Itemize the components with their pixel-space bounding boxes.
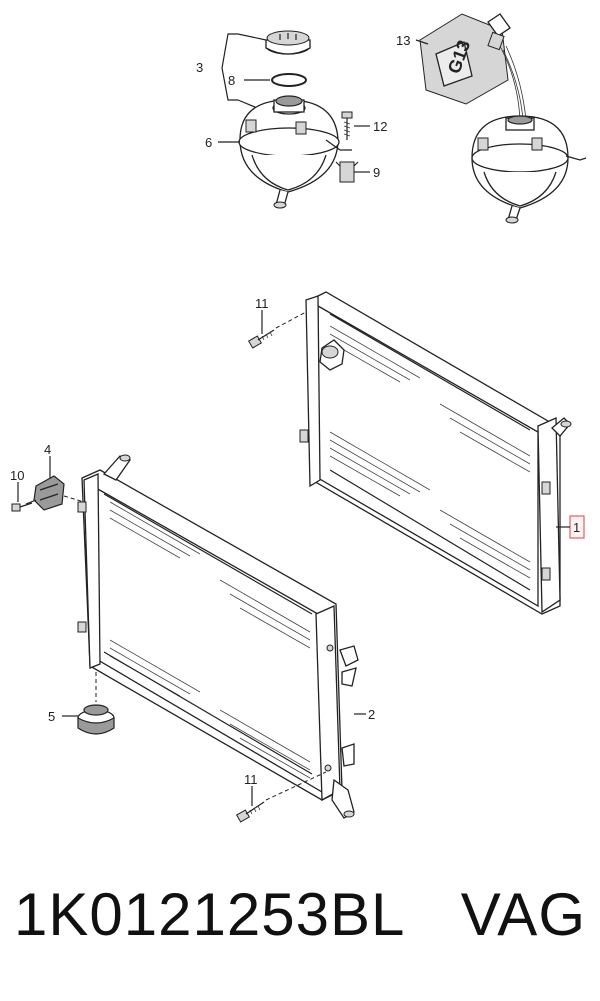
callout-12: 12 <box>373 119 387 134</box>
callout-10: 10 <box>10 468 24 483</box>
callout-4: 4 <box>44 442 51 457</box>
callout-9: 9 <box>373 165 380 180</box>
callout-13: 13 <box>396 33 410 48</box>
callout-3: 3 <box>196 60 203 75</box>
callout-1: 1 <box>573 520 580 535</box>
g13-coolant-bottle: G13 <box>415 13 511 105</box>
expansion-tank-right <box>471 115 587 224</box>
reservoir-cap <box>265 30 311 55</box>
screw-10 <box>11 482 33 512</box>
screw-11-top <box>247 310 307 349</box>
callout-6: 6 <box>205 135 212 150</box>
rubber-mount-5 <box>62 672 115 735</box>
callout-8: 8 <box>228 73 235 88</box>
callout-11-top: 11 <box>255 296 269 311</box>
parts-diagram: G13 <box>10 13 587 823</box>
screw-11-bottom <box>235 771 327 823</box>
mounting-bracket-4 <box>25 456 85 511</box>
footer: 1K0121253BL VAG <box>0 880 600 970</box>
screw-12 <box>341 111 370 140</box>
callout-11-bottom: 11 <box>244 772 258 787</box>
radiator-1 <box>299 291 585 615</box>
part-number: 1K0121253BL <box>14 881 406 948</box>
clip-9 <box>335 161 370 183</box>
expansion-tank-assembly <box>218 30 370 209</box>
callout-5: 5 <box>48 709 55 724</box>
o-ring <box>271 73 307 87</box>
radiator-2 <box>77 454 366 819</box>
callout-2: 2 <box>368 707 375 722</box>
coolant-bottle-assembly: G13 <box>415 13 587 224</box>
expansion-tank <box>238 95 352 209</box>
brand-name: VAG <box>460 881 586 948</box>
